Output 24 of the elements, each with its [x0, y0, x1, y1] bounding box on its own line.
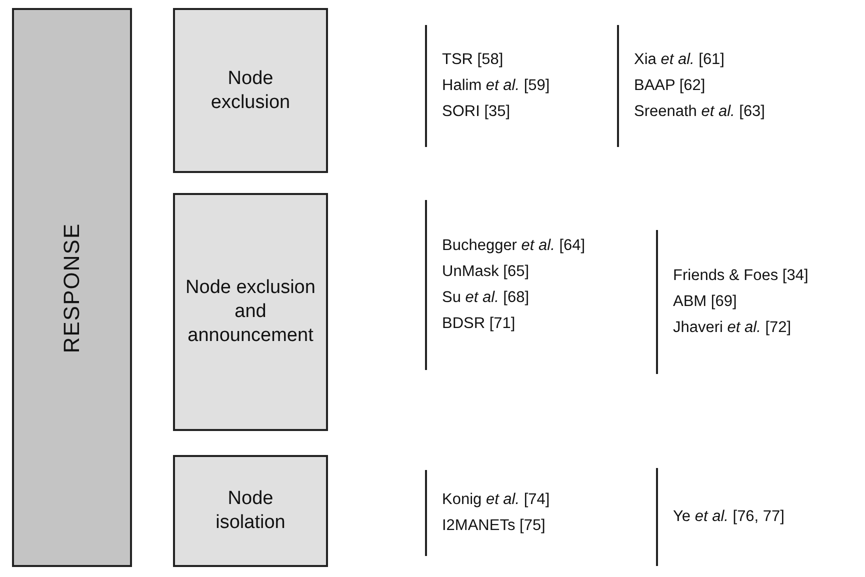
category-box [173, 193, 328, 431]
citation-text: Xia et al. [61] [634, 50, 726, 70]
citation-text: Halim et al. [59] [442, 76, 550, 96]
citation-text: UnMask [65] [442, 262, 530, 282]
citation-text: Jhaveri et al. [72] [673, 318, 792, 338]
citation-text: Friends & Foes [34] [673, 266, 808, 286]
citation-text: ABM [69] [673, 292, 738, 312]
citation-text: BAAP [62] [634, 76, 706, 96]
category-box [173, 455, 328, 567]
citation-text: Sreenath et al. [63] [634, 102, 765, 122]
citation-text: Buchegger et al. [64] [442, 236, 586, 256]
category-box [12, 8, 132, 567]
citation-text: Ye et al. [76, 77] [673, 507, 784, 527]
category-label: Node exclusion and announcement [184, 276, 316, 348]
citation-text: BDSR [71] [442, 314, 516, 334]
citation-text: Su et al. [68] [442, 288, 530, 308]
citation-text: Konig et al. [74] [442, 490, 550, 510]
citation-text: TSR [58] [442, 50, 504, 70]
category-label: Node isolation [214, 487, 286, 535]
category-label: RESPONSE [60, 222, 84, 353]
citation-text: I2MANETs [75] [442, 516, 546, 536]
category-label: Node exclusion [210, 66, 292, 114]
category-box [173, 8, 328, 173]
citation-text: SORI [35] [442, 102, 512, 122]
